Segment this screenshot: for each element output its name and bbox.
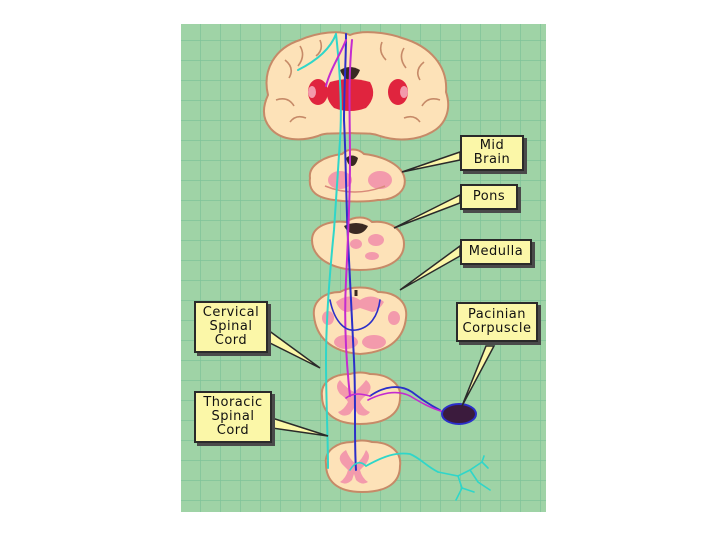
pons-section bbox=[312, 218, 404, 271]
label-thoracic-spinal-cord: Thoracic Spinal Cord bbox=[194, 391, 272, 443]
label-pacinian-corpuscle: Pacinian Corpuscle bbox=[456, 302, 538, 342]
label-pons: Pons bbox=[460, 184, 518, 210]
cervical-cord-section bbox=[322, 373, 400, 425]
label-midbrain: Mid Brain bbox=[460, 135, 524, 171]
pacinian-corpuscle-shape bbox=[442, 404, 476, 424]
brain-section bbox=[264, 32, 448, 139]
thoracic-cord-section bbox=[326, 441, 400, 493]
label-cervical-spinal-cord: Cervical Spinal Cord bbox=[194, 301, 268, 353]
label-medulla: Medulla bbox=[460, 239, 532, 265]
